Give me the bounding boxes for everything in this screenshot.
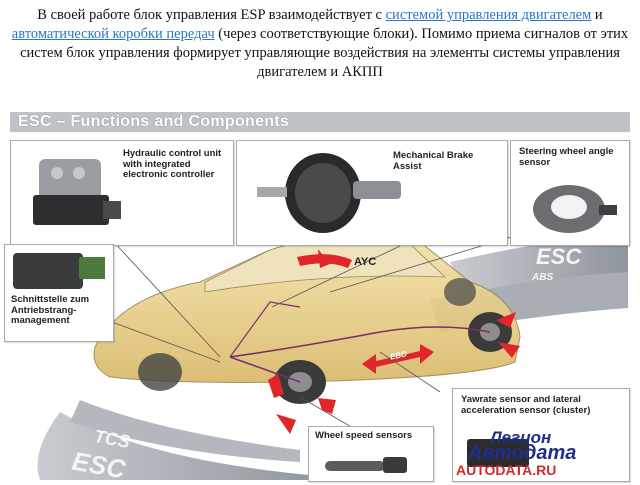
wiring-master: [229, 301, 301, 358]
ayc-label: AYC: [354, 256, 377, 268]
ebd-arrow: [362, 344, 434, 374]
yawrate-sensor-box: Yawrate sensor and lateral acceleration …: [452, 388, 630, 482]
brake-assist-box: Mechanical Brake Assist: [236, 140, 508, 246]
diagram-artwork: [37, 221, 628, 480]
esc-band-bottom: [37, 412, 330, 480]
autodata-watermark: Легион Автодата AUTODATA.RU: [452, 428, 628, 480]
wheel-speed-sensor-image: [325, 457, 407, 473]
wiring-harness: [229, 326, 491, 358]
figure-title: ESC – Functions and Components: [18, 113, 290, 130]
watermark-line-1: Легион: [490, 428, 552, 447]
esc-diagram: Hydraulic control unit with integrated e…: [0, 132, 640, 484]
yawrate-sensor-image: [467, 439, 529, 467]
wiring-front: [229, 356, 301, 383]
intro-text-3: (через соответствующие блоки). Помимо пр…: [20, 26, 629, 80]
intro-text-1: В своей работе блок управления ESP взаим…: [37, 7, 386, 23]
wheel-arrows-rear: [496, 312, 520, 358]
powertrain-interface-box: Schnittstelle zum Antriebstrang-manageme…: [4, 244, 114, 342]
esc-right-label: ESC: [536, 244, 582, 269]
steering-sensor-image: [533, 185, 617, 233]
steering-sensor-box: Steering wheel angle sensor: [510, 140, 630, 246]
rear-left-wheel: [444, 278, 476, 306]
watermark-line-2: Автодата: [468, 442, 577, 464]
tcs-band-bottom: [70, 400, 300, 462]
intro-text-2: и: [591, 7, 603, 23]
gearbox-link[interactable]: автоматической коробки передач: [11, 26, 215, 42]
engine-image: [13, 253, 105, 289]
brake-booster-image: [257, 153, 401, 233]
powertrain-interface-label: Schnittstelle zum Antriebstrang-manageme…: [11, 294, 90, 326]
yaw-arrow: [297, 249, 352, 268]
hydraulic-unit-label: Hydraulic control unit with integrated e…: [123, 148, 222, 180]
figure-title-banner: ESC – Functions and Components: [10, 112, 630, 132]
wheel-speed-sensor-label: Wheel speed sensors: [315, 430, 413, 441]
yawrate-sensor-label: Yawrate sensor and lateral acceleration …: [461, 394, 591, 416]
engine-control-link[interactable]: системой управления двигателем: [385, 7, 592, 23]
brake-assist-label: Mechanical Brake Assist: [393, 150, 474, 172]
front-right-wheel: [138, 353, 182, 391]
wheel-arrows-front: [268, 374, 336, 434]
intro-paragraph: В своей работе блок управления ESP взаим…: [0, 6, 640, 82]
watermark-line-3: AUTODATA.RU: [456, 462, 557, 478]
abs-label: ABS: [532, 272, 554, 283]
hydraulic-unit-image: [33, 159, 121, 225]
steering-sensor-label: Steering wheel angle sensor: [519, 146, 614, 168]
hydraulic-unit-box: Hydraulic control unit with integrated e…: [10, 140, 234, 246]
wheel-speed-sensor-box: Wheel speed sensors: [308, 426, 434, 482]
